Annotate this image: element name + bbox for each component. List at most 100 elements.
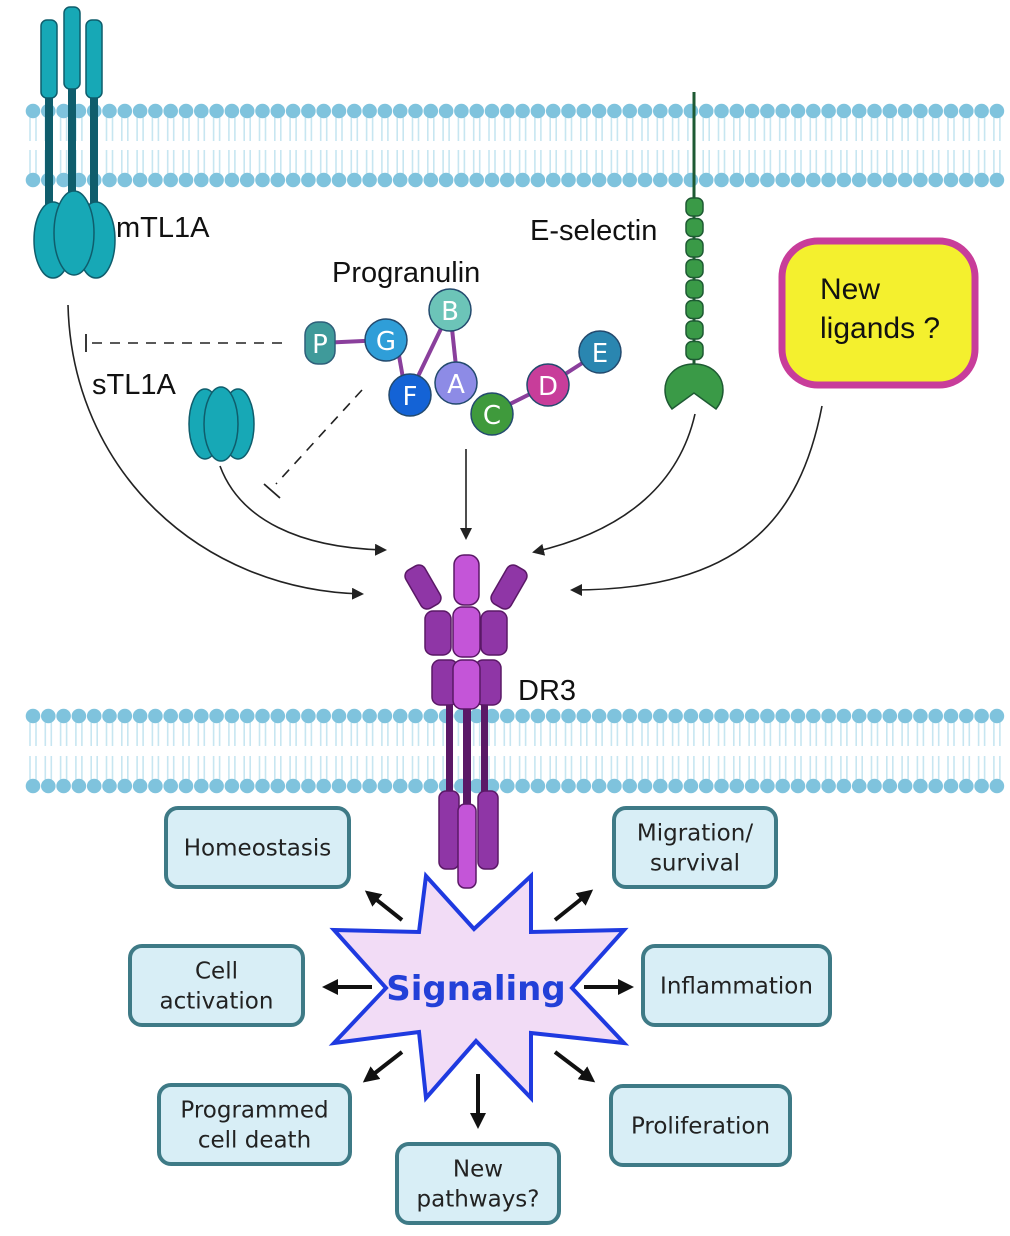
lipid-head xyxy=(132,103,148,119)
lipid-head xyxy=(775,708,790,724)
lipid-tail xyxy=(886,117,894,174)
lipid-tail xyxy=(824,722,833,780)
lipid-head xyxy=(989,708,1005,724)
progranulin-domain-letter: G xyxy=(376,327,396,357)
lipid-tail xyxy=(916,117,925,174)
lipid-tail xyxy=(778,722,787,780)
lipid-tail xyxy=(472,117,481,174)
progranulin-domain-c: C xyxy=(470,392,514,436)
eselectin-bead xyxy=(685,258,704,279)
signaling-label: Signaling xyxy=(386,969,565,1009)
lipid-head xyxy=(668,778,683,794)
lipid-head xyxy=(117,103,133,119)
lipid-head xyxy=(454,103,469,119)
lipid-head xyxy=(576,778,592,794)
arrow-to-homeostasis xyxy=(364,890,404,922)
lipid-head xyxy=(851,172,867,188)
lipid-head xyxy=(729,172,745,188)
lipid-tail xyxy=(916,722,925,780)
lipid-head xyxy=(729,103,745,119)
lipid-head xyxy=(897,708,913,724)
lipid-head xyxy=(178,708,194,724)
lipid-tail xyxy=(947,117,955,174)
lipid-tail xyxy=(947,722,955,780)
lipid-head xyxy=(209,172,224,188)
lipid-tail xyxy=(886,722,894,780)
lipid-tail xyxy=(993,722,1001,780)
lipid-tail xyxy=(29,117,37,174)
lipid-head xyxy=(806,708,821,724)
lipid-head xyxy=(316,103,332,119)
lipid-tail xyxy=(105,117,114,174)
lipid-tail xyxy=(381,722,389,780)
lipid-head xyxy=(86,708,102,724)
lipid-tail xyxy=(503,722,512,780)
lipid-tail xyxy=(121,722,129,780)
lipid-head xyxy=(943,778,959,794)
mtl1a-label: mTL1A xyxy=(116,212,210,244)
lipid-tail xyxy=(228,117,236,174)
lipid-head xyxy=(71,708,87,724)
new-ligands-line2: ligands ? xyxy=(820,312,940,345)
lipid-head xyxy=(591,778,607,794)
lipid-tail xyxy=(610,117,619,174)
lipid-tail xyxy=(717,117,726,174)
lipid-head xyxy=(194,778,209,794)
lipid-head xyxy=(989,778,1005,794)
lipid-head xyxy=(790,708,806,724)
lipid-head xyxy=(408,172,423,188)
lipid-head xyxy=(25,778,41,794)
lipid-tail xyxy=(534,117,542,174)
lipid-head xyxy=(775,172,790,188)
lipid-head xyxy=(653,708,668,724)
lipid-tail xyxy=(763,117,772,174)
lipid-tail xyxy=(625,722,634,780)
lipid-head xyxy=(423,778,439,794)
lipid-head xyxy=(591,708,607,724)
lipid-tail xyxy=(794,117,802,174)
eselectin-label: E-selectin xyxy=(530,215,657,247)
lipid-head xyxy=(974,778,989,794)
lipid-head xyxy=(515,778,530,794)
lipid-head xyxy=(561,172,576,188)
outcome-label: activation xyxy=(160,989,274,1015)
lipid-head xyxy=(500,778,515,794)
lipid-head xyxy=(821,103,836,119)
lipid-head xyxy=(392,778,408,794)
eselectin-bead xyxy=(685,279,704,299)
lipid-head xyxy=(867,778,882,794)
lipid-head xyxy=(943,172,959,188)
lipid-head xyxy=(974,172,989,188)
eselectin-bead xyxy=(685,299,704,320)
lipid-head xyxy=(744,708,760,724)
lipid-head xyxy=(897,778,913,794)
lipid-head xyxy=(347,103,362,119)
outcome-box-inflammation: Inflammation xyxy=(641,944,832,1027)
lipid-head xyxy=(408,708,423,724)
lipid-head xyxy=(301,708,316,724)
lipid-head xyxy=(163,708,178,724)
lipid-tail xyxy=(671,722,680,780)
eselectin-bead xyxy=(685,320,704,340)
lipid-head xyxy=(377,708,393,724)
lipid-head xyxy=(132,778,148,794)
lipid-head xyxy=(102,172,117,188)
lipid-head xyxy=(469,103,485,119)
lipid-head xyxy=(668,708,683,724)
lipid-head xyxy=(821,708,836,724)
dr3-receptor xyxy=(404,554,528,889)
lipid-tail xyxy=(855,722,863,780)
outcome-label: Proliferation xyxy=(631,1114,770,1140)
lipid-head xyxy=(41,778,56,794)
arrow-to-proliferation xyxy=(553,1050,596,1083)
lipid-head xyxy=(545,103,561,119)
dr3-label: DR3 xyxy=(518,675,576,707)
progranulin-domain-letter: P xyxy=(312,330,328,360)
arrow-to-migration xyxy=(553,889,594,922)
outcome-box-homeostasis: Homeostasis xyxy=(164,806,351,889)
lipid-head xyxy=(698,172,714,188)
lipid-tail xyxy=(564,117,573,174)
